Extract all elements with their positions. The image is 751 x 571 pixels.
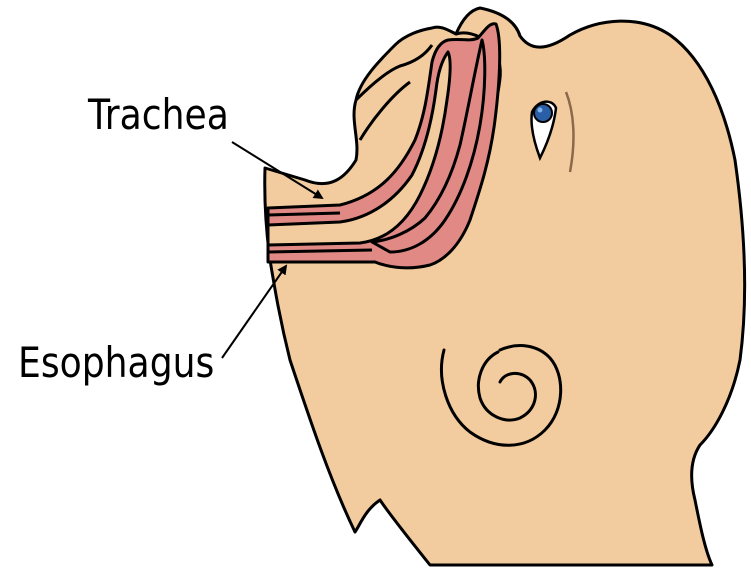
neck-tube-line-lower [268,250,372,252]
eye-iris [534,104,552,122]
head-silhouette [265,8,745,565]
esophagus-pointer-arrow [222,266,286,358]
esophagus-label: Esophagus [18,342,214,384]
neck-tube-line-upper [268,213,340,215]
trachea-label: Trachea [88,94,229,136]
eye-highlight [538,108,543,113]
